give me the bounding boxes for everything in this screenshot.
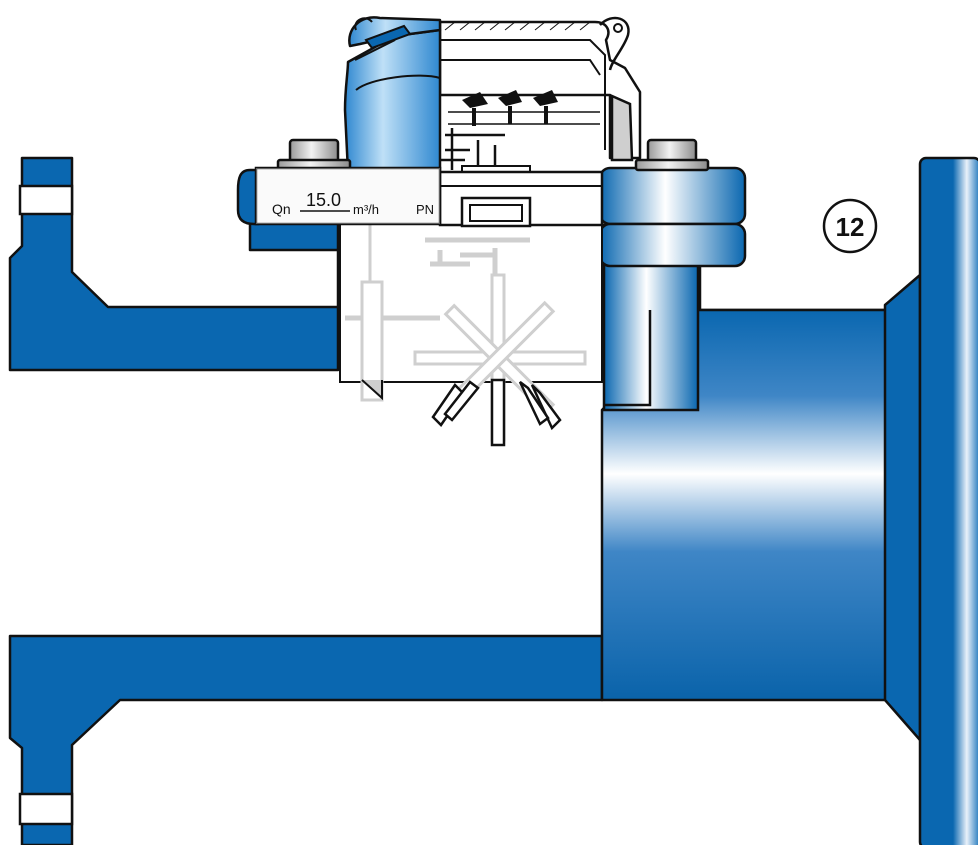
left-flange-upper xyxy=(8,156,340,372)
right-outlet xyxy=(598,156,978,845)
qn-label: Qn xyxy=(272,201,291,217)
left-flange-slot-top xyxy=(18,184,74,216)
measuring-chamber xyxy=(339,221,603,447)
side-clamp xyxy=(610,94,634,162)
left-bolt-nut xyxy=(276,138,352,172)
register-housing xyxy=(438,20,642,160)
flange-collar-top xyxy=(598,166,747,226)
callout-badge: 12 xyxy=(822,198,878,254)
lid-hinge xyxy=(599,16,630,71)
qn-value: 15.0 xyxy=(306,190,341,210)
nameplate: Qn 15.0 m³/h PN xyxy=(254,166,442,226)
left-clamp-band xyxy=(236,168,260,226)
pn-label: PN xyxy=(416,202,434,217)
right-bolt-nut xyxy=(634,138,710,172)
register-head: Qn 15.0 m³/h PN xyxy=(236,16,710,228)
counter-cap xyxy=(343,28,442,174)
right-flange-connector xyxy=(883,273,922,742)
right-flange-plate xyxy=(918,156,978,845)
housing-hatching xyxy=(444,21,591,31)
left-flange-lower xyxy=(8,634,604,845)
flange-collar-bottom xyxy=(598,222,747,268)
dial-pointers xyxy=(462,90,558,126)
callout-number: 12 xyxy=(836,212,865,242)
turbine-impeller xyxy=(413,273,587,447)
drive-shaft xyxy=(360,280,384,402)
lid-clip xyxy=(364,24,412,50)
left-flange-slot-bottom xyxy=(18,792,74,826)
left-body xyxy=(8,156,604,845)
qn-unit: m³/h xyxy=(353,202,379,217)
